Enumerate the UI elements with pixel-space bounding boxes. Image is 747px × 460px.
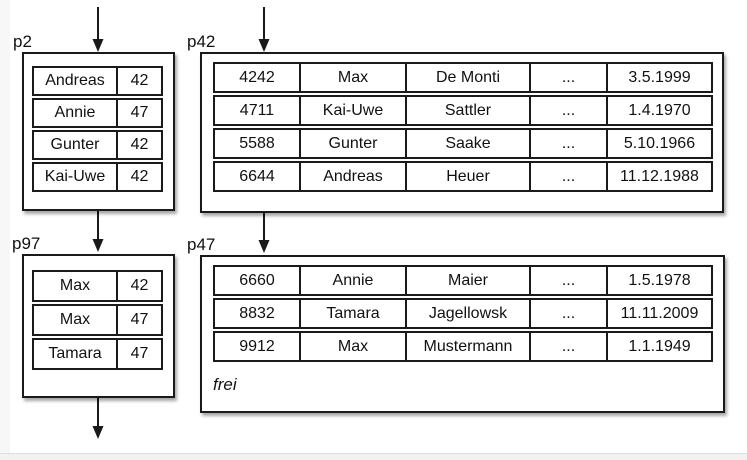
arrow-p2-to-p97: [92, 211, 104, 252]
table-cell: Tamara: [299, 300, 405, 327]
table-row: Gunter 42: [32, 130, 163, 160]
table-cell: 9912: [239, 337, 275, 355]
table-cell: 1.1.1949: [606, 333, 711, 360]
table-cell: 47: [116, 306, 161, 334]
table-row: Kai-Uwe 42: [32, 162, 163, 192]
table-cell: Mustermann: [405, 333, 529, 360]
table-cell: 42: [116, 132, 161, 158]
table-row: Andreas 42: [32, 66, 163, 96]
table-cell: Sattler: [405, 97, 529, 124]
table-cell: Heuer: [405, 163, 529, 190]
table-cell: ...: [529, 97, 606, 124]
table-cell: 4711: [239, 101, 275, 119]
table-cell: 11.12.1988: [606, 163, 711, 190]
table-cell: Maier: [405, 267, 529, 294]
table-cell: 5588: [239, 134, 275, 152]
table-cell: 47: [116, 100, 161, 126]
table-cell: 11.11.2009: [606, 300, 711, 327]
table-cell: Gunter: [299, 130, 405, 157]
table-cell: Kai-Uwe: [44, 168, 106, 185]
free-space-label: frei: [213, 375, 237, 394]
page-label-p2: p2: [13, 32, 32, 51]
table-cell: 6660: [239, 271, 275, 289]
table-cell: De Monti: [405, 64, 529, 91]
table-cell: Max: [299, 333, 405, 360]
table-row: Max 42: [32, 270, 163, 302]
table-cell: 42: [116, 68, 161, 94]
table-cell: Saake: [405, 130, 529, 157]
table-cell: 42: [116, 272, 161, 300]
arrow-p42-to-p47: [258, 213, 270, 253]
table-cell: ...: [529, 300, 606, 327]
table-cell: 6644: [239, 167, 275, 185]
arrow-into-p2: [92, 7, 104, 52]
page-margin-left: [0, 0, 10, 460]
page-label-p42: p42: [187, 32, 216, 51]
table-cell: Tamara: [48, 345, 102, 362]
table-cell: 1.4.1970: [606, 97, 711, 124]
table-cell: Max: [299, 64, 405, 91]
table-cell: Max: [59, 311, 91, 328]
table-cell: Annie: [299, 267, 405, 294]
table-cell: Kai-Uwe: [299, 97, 405, 124]
arrow-into-p42: [258, 7, 270, 52]
page-label-p47: p47: [187, 235, 216, 254]
table-cell: Max: [59, 277, 91, 294]
table-row: Tamara 47: [32, 338, 163, 370]
table-cell: 8832: [239, 304, 275, 322]
table-cell: 3.5.1999: [606, 64, 711, 91]
table-cell: Jagellowsk: [405, 300, 529, 327]
table-cell: Andreas: [299, 163, 405, 190]
table-cell: Andreas: [45, 72, 105, 89]
table-row: Annie 47: [32, 98, 163, 128]
table-cell: 5.10.1966: [606, 130, 711, 157]
table-cell: 1.5.1978: [606, 267, 711, 294]
table-cell: ...: [529, 130, 606, 157]
table-cell: 47: [116, 340, 161, 368]
table-cell: 42: [116, 164, 161, 190]
table-cell: ...: [529, 64, 606, 91]
table-cell: Gunter: [50, 136, 100, 153]
table-cell: Annie: [54, 104, 96, 121]
table-row: Max 47: [32, 304, 163, 336]
table-cell: ...: [529, 163, 606, 190]
page-label-p97: p97: [12, 234, 41, 253]
table-cell: 4242: [239, 68, 275, 86]
table-cell: ...: [529, 333, 606, 360]
arrow-out-of-p97: [92, 398, 104, 439]
page-edge-bottom: [0, 453, 747, 460]
table-cell: ...: [529, 267, 606, 294]
